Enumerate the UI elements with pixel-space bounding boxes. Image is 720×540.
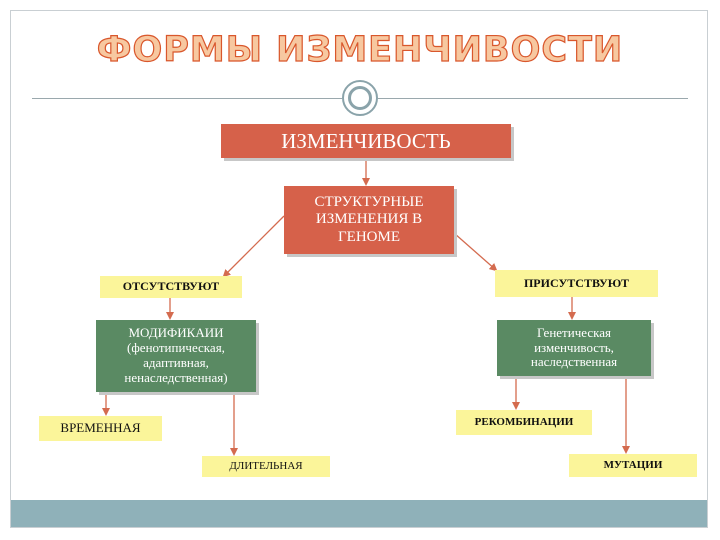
node-recombinations: РЕКОМБИНАЦИИ bbox=[456, 410, 592, 435]
divider-line-right bbox=[378, 98, 688, 99]
node-modifications: МОДИФИКАИИ (фенотипическая, адаптивная, … bbox=[96, 320, 256, 392]
node-present: ПРИСУТСТВУЮТ bbox=[495, 270, 658, 297]
divider-line-left bbox=[32, 98, 342, 99]
node-genetic-variability: Генетическая изменчивость, наследственна… bbox=[497, 320, 651, 376]
slide-title: ФОРМЫ ИЗМЕНЧИВОСТИ bbox=[96, 29, 624, 70]
arrow-structural-to-absent bbox=[222, 215, 285, 278]
node-absent: ОТСУТСТВУЮТ bbox=[100, 276, 242, 298]
node-structural-changes: СТРУКТУРНЫЕ ИЗМЕНЕНИЯ В ГЕНОМЕ bbox=[284, 186, 454, 254]
node-mutations: МУТАЦИИ bbox=[569, 454, 697, 477]
node-long-term: ДЛИТЕЛЬНАЯ bbox=[202, 456, 330, 477]
ornament-ring-icon bbox=[342, 80, 378, 116]
arrow-structural-to-present bbox=[445, 225, 498, 272]
node-root: ИЗМЕНЧИВОСТЬ bbox=[221, 124, 511, 158]
node-temporary: ВРЕМЕННАЯ bbox=[39, 416, 162, 441]
bottom-bar bbox=[11, 500, 707, 527]
